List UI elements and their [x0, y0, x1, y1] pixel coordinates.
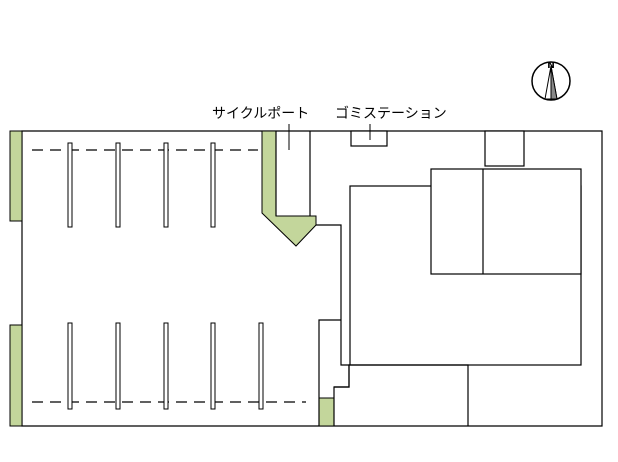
green-strip-upper-left [9, 130, 23, 222]
green-strip-lower-left [9, 324, 23, 427]
garbage-station-label: ゴミステーション [335, 106, 447, 122]
cycle-port-structure [275, 131, 350, 426]
garbage-station-box [350, 130, 388, 147]
north-letter: N [547, 61, 555, 71]
lower-right-partition [334, 364, 469, 426]
north-arrow-icon: N [531, 61, 571, 101]
building-wing [430, 168, 582, 275]
cycle-port-label: サイクルポート [212, 106, 310, 122]
green-area-bottom [318, 397, 335, 427]
parking-dividers-lower [67, 322, 264, 410]
parking-dividers-upper [67, 142, 216, 228]
utility-box [484, 130, 525, 167]
